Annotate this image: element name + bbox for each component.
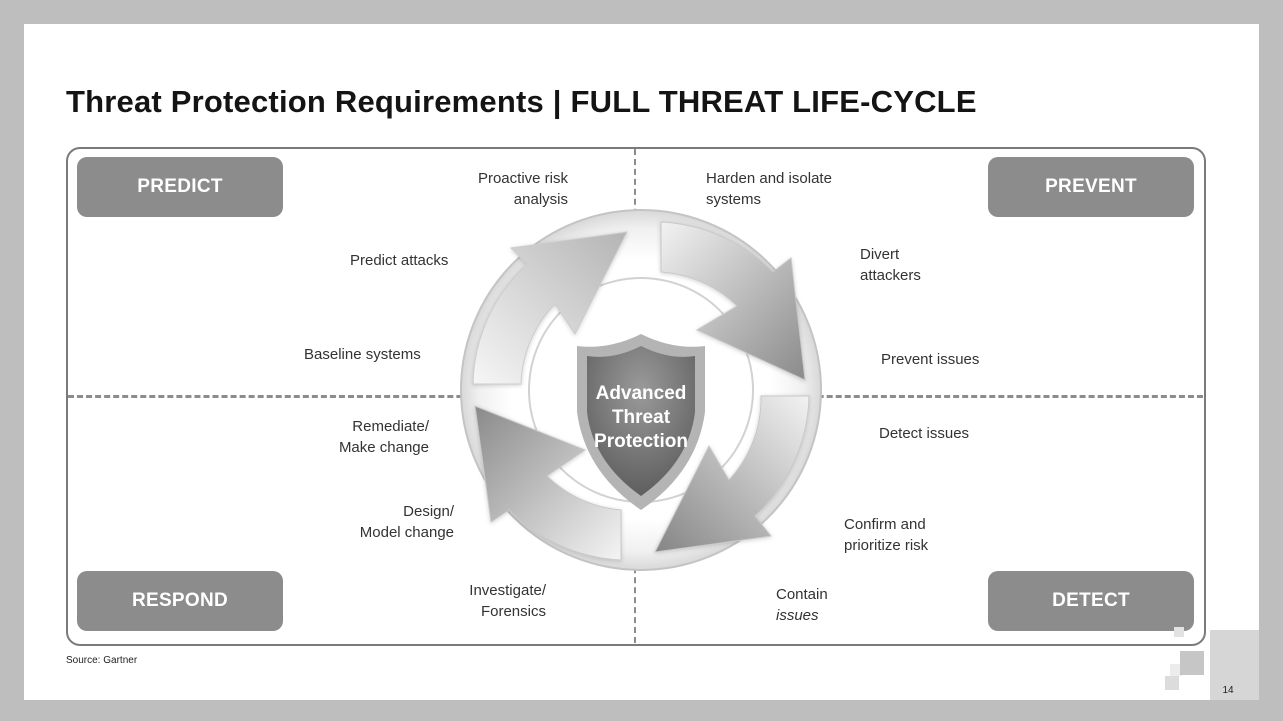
label-divert: Divert attackers [860,244,921,286]
page-number: 14 [1222,685,1234,696]
label-contain: Contain issues [776,584,828,626]
label-design-line2: Model change [359,524,454,541]
label-investigate: Investigate/ Forensics [469,580,546,622]
label-predict-attacks: Predict attacks [350,252,449,269]
label-remediate-line1: Remediate/ [352,418,429,435]
slide-title: Threat Protection Requirements | FULL TH… [66,84,977,119]
label-investigate-line1: Investigate/ [469,582,546,599]
predict-box: PREDICT [77,157,283,217]
decor-square [1170,664,1182,676]
label-divert-line2: attackers [860,267,921,284]
label-design: Design/ Model change [360,501,454,543]
label-prevent-issues: Prevent issues [881,351,980,368]
decor-square [1180,651,1204,675]
label-investigate-line2: Forensics [480,603,546,620]
cycle-arrow-respond [474,405,622,561]
label-confirm-line2: prioritize risk [844,537,929,554]
cycle-arrow-detect [654,395,810,553]
label-remediate-line2: Make change [338,439,429,456]
label-proactive-line1: Proactive risk [477,170,568,187]
label-design-line1: Design/ [403,503,454,520]
label-divert-line1: Divert [860,246,900,263]
detect-box: DETECT [988,571,1194,631]
cycle-arrow-predict [472,231,628,385]
slide: Threat Protection Requirements | FULL TH… [24,24,1259,700]
label-contain-line2: issues [776,607,819,624]
label-harden: Harden and isolate systems [706,168,832,210]
label-remediate: Remediate/ Make change [339,416,429,458]
prevent-box: PREVENT [988,157,1194,217]
label-confirm-line1: Confirm and [844,516,926,533]
decor-square [1165,676,1179,690]
shield-inner [587,346,695,496]
label-proactive-risk: Proactive risk analysis [478,168,568,210]
label-contain-line1: Contain [776,586,828,603]
label-proactive-line2: analysis [513,191,568,208]
diagram-frame [66,147,1206,646]
center-line-1: Advanced [596,383,687,404]
label-detect-issues: Detect issues [879,425,970,442]
label-confirm: Confirm and prioritize risk [844,514,928,556]
lifecycle-cycle-graphic: Advanced Threat Protection [460,209,822,571]
center-line-2: Threat [612,407,671,428]
source-note: Source: Gartner [66,655,138,666]
center-line-3: Protection [594,431,688,452]
label-baseline-systems: Baseline systems [304,346,421,363]
decor-square [1174,627,1184,637]
label-harden-line2: systems [706,191,762,208]
label-harden-line1: Harden and isolate [706,170,832,187]
page-number-box [1210,630,1259,700]
cycle-arrow-prevent [660,221,806,381]
respond-box: RESPOND [77,571,283,631]
